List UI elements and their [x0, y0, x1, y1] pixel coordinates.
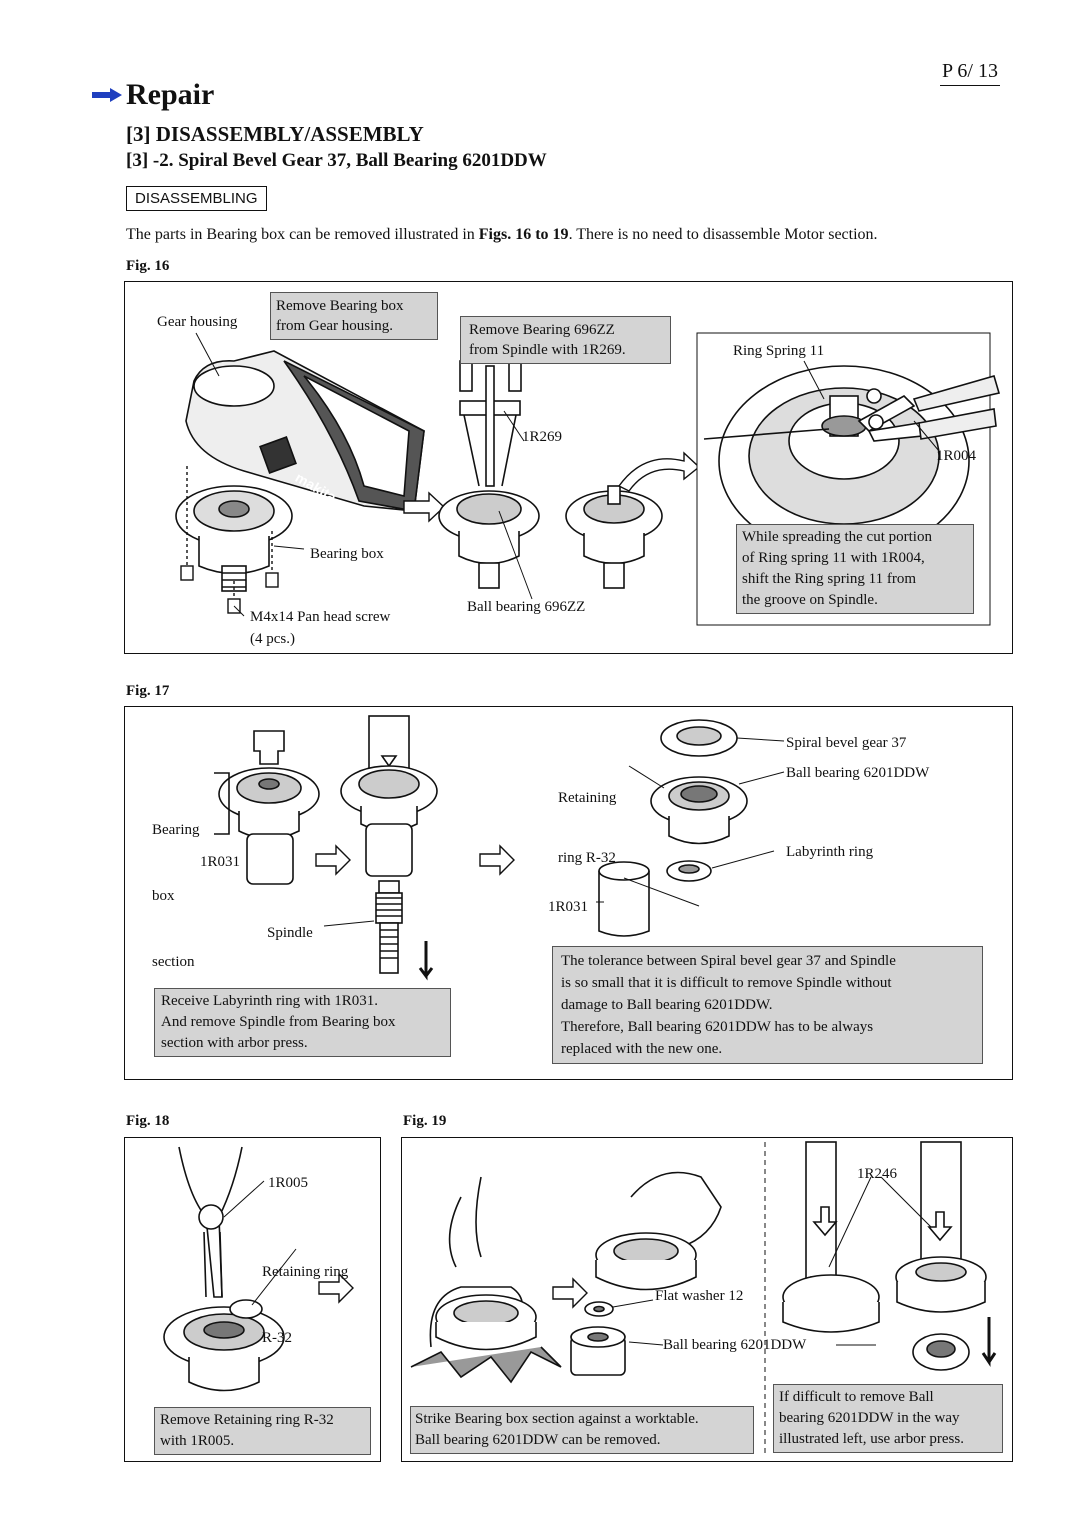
step-arrow-icon: [315, 844, 351, 876]
fig18-illustration: [163, 1146, 354, 1392]
label-bearing-box-section: Bearing box section: [152, 775, 199, 995]
note-remove-696zz: Remove Bearing 696ZZ from Spindle with 1…: [460, 316, 671, 364]
note-strike-line2: Ball bearing 6201DDW can be removed.: [415, 1432, 661, 1448]
step-arrow-icon: [552, 1277, 588, 1309]
r32-line2: R-32: [262, 1330, 292, 1346]
retaining-line1: Retaining: [558, 790, 617, 806]
label-1r269: 1R269: [522, 429, 563, 445]
section-arrow-icon: [92, 88, 122, 102]
label-spindle: Spindle: [267, 925, 313, 941]
note-spread-line2: of Ring spring 11 with 1R004,: [742, 550, 925, 566]
intro-text-1: The parts in Bearing box can be removed …: [126, 226, 479, 243]
label-gear-housing: Gear housing: [157, 314, 238, 330]
label-screw-count: (4 pcs.): [250, 631, 295, 647]
label-labyrinth-ring: Labyrinth ring: [786, 844, 874, 860]
fig18-label: Fig. 18: [126, 1113, 170, 1129]
note-tolerance: The tolerance between Spiral bevel gear …: [552, 946, 983, 1064]
note-spread-line1: While spreading the cut portion: [742, 529, 932, 545]
note-receive-line3: section with arbor press.: [161, 1035, 308, 1051]
label-1r031-right: 1R031: [548, 899, 589, 915]
label-retaining-ring: Retaining ring R-32: [558, 748, 616, 888]
note-tol-line3: damage to Ball bearing 6201DDW.: [561, 997, 773, 1013]
note-696-line1: Remove Bearing 696ZZ: [469, 322, 615, 338]
note-diff-line3: illustrated left, use arbor press.: [779, 1431, 964, 1447]
note-spread-line4: the groove on Spindle.: [742, 592, 878, 608]
label-spiral-bevel-gear: Spiral bevel gear 37: [786, 735, 907, 751]
note-remove-box-line1: Remove Bearing box: [276, 298, 404, 314]
note-diff-line2: bearing 6201DDW in the way: [779, 1410, 960, 1426]
fig19-illustration: [410, 1141, 997, 1455]
bearing-box-drawing: [175, 485, 293, 592]
page-subheading: [3] -2. Spiral Bevel Gear 37, Ball Beari…: [126, 150, 547, 171]
label-ball-bearing-696zz: Ball bearing 696ZZ: [467, 599, 586, 615]
intro-paragraph: The parts in Bearing box can be removed …: [126, 226, 1006, 244]
label-screw: M4x14 Pan head screw: [250, 609, 391, 625]
label-ring-spring: Ring Spring 11: [733, 343, 825, 359]
note-remove-bearing-box: Remove Bearing box from Gear housing.: [270, 292, 438, 340]
label-1r031-left: 1R031: [200, 854, 241, 870]
curved-arrow-icon: [617, 451, 701, 492]
note-strike-line1: Strike Bearing box section against a wor…: [415, 1411, 699, 1427]
label-ball-bearing-6201-fig19: Ball bearing 6201DDW: [663, 1337, 807, 1353]
note-remove-box-line2: from Gear housing.: [276, 318, 394, 334]
page-number: P 6/ 13: [940, 60, 1000, 86]
bbs-line3: section: [152, 954, 195, 970]
bbs-line1: Bearing: [152, 822, 200, 838]
note-spread-ring-spring: While spreading the cut portion of Ring …: [736, 524, 974, 614]
grinder-drawing: [185, 350, 425, 512]
pliers-1r004: [703, 375, 1001, 442]
label-1r246: 1R246: [857, 1166, 898, 1182]
note-receive-labyrinth: Receive Labyrinth ring with 1R031. And r…: [154, 988, 451, 1057]
note-receive-line1: Receive Labyrinth ring with 1R031.: [161, 993, 379, 1009]
note-diff-line1: If difficult to remove Ball: [779, 1389, 934, 1405]
note-spread-line3: shift the Ring spring 11 from: [742, 571, 917, 587]
down-arrow-icon: [981, 1317, 997, 1367]
note-remove-retaining: Remove Retaining ring R-32 with 1R005.: [154, 1407, 371, 1455]
page-heading: [3] DISASSEMBLY/ASSEMBLY: [126, 122, 424, 146]
section-title: Repair: [126, 78, 215, 111]
label-1r005: 1R005: [268, 1175, 309, 1191]
label-bearing-box: Bearing box: [310, 546, 384, 562]
intro-text-bold: Figs. 16 to 19: [478, 226, 569, 243]
retaining-line2: ring R-32: [558, 850, 616, 866]
note-r32-line1: Remove Retaining ring R-32: [160, 1412, 334, 1428]
screw-icons: [180, 466, 279, 614]
note-tol-line2: is so small that it is difficult to remo…: [561, 975, 892, 991]
fig17-label: Fig. 17: [126, 683, 170, 699]
note-receive-line2: And remove Spindle from Bearing box: [161, 1014, 396, 1030]
step-arrow-icon: [403, 491, 446, 523]
bbs-line2: box: [152, 888, 175, 904]
note-arbor-press: If difficult to remove Ball bearing 6201…: [773, 1384, 1003, 1453]
note-strike-worktable: Strike Bearing box section against a wor…: [410, 1406, 754, 1454]
step-arrow-icon: [479, 844, 515, 876]
r32-line1: Retaining ring: [262, 1264, 349, 1280]
note-r32-line2: with 1R005.: [160, 1433, 235, 1449]
puller-drawing: [438, 360, 540, 589]
label-retaining-ring-r32: Retaining ring R-32: [262, 1217, 348, 1371]
bevel-gear-closeup: [718, 365, 970, 557]
note-696-line2: from Spindle with 1R269.: [469, 342, 626, 358]
label-ball-bearing-6201: Ball bearing 6201DDW: [786, 765, 930, 781]
down-arrow-icon: [418, 941, 434, 981]
note-tol-line4: Therefore, Ball bearing 6201DDW has to b…: [561, 1019, 874, 1035]
step-arrow-icon: [318, 1272, 354, 1304]
label-1r004: 1R004: [936, 448, 977, 464]
disassembling-tag: DISASSEMBLING: [126, 186, 267, 211]
label-flat-washer: Flat washer 12: [655, 1288, 744, 1304]
intro-text-2: . There is no need to disassemble Motor …: [568, 226, 878, 243]
fig17-illustration: [214, 715, 785, 981]
note-tol-line5: replaced with the new one.: [561, 1041, 723, 1057]
fig16-label: Fig. 16: [126, 258, 170, 274]
note-tol-line1: The tolerance between Spiral bevel gear …: [561, 953, 896, 969]
fig19-label: Fig. 19: [403, 1113, 447, 1129]
